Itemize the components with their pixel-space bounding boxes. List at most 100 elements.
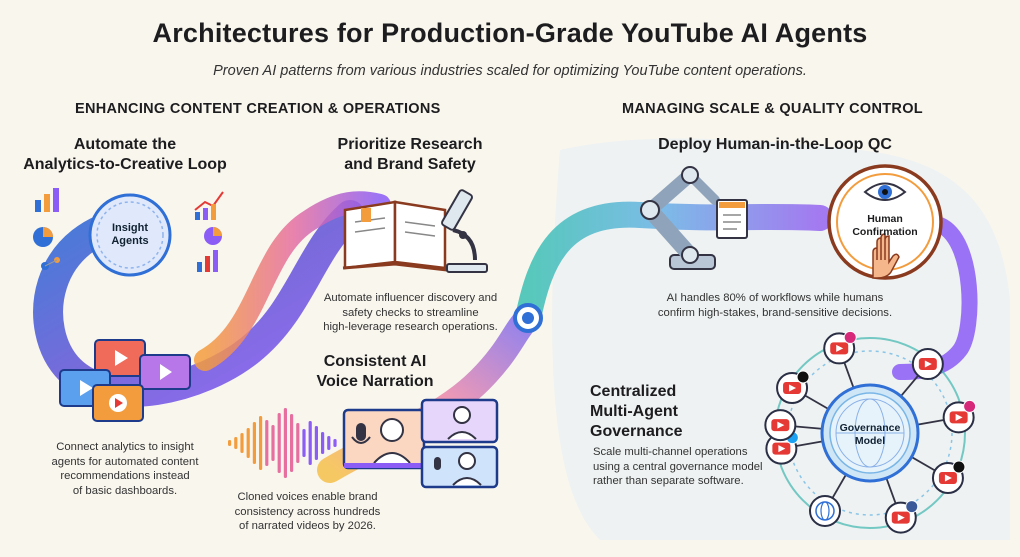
sound-wave-bar bbox=[271, 425, 275, 461]
instagram-icon bbox=[843, 330, 857, 344]
video-window-icon bbox=[342, 408, 426, 470]
voice-description: Cloned voices enable brand consistency a… bbox=[220, 490, 395, 534]
sound-wave-bar bbox=[277, 413, 281, 473]
voice-heading-line2: Voice Narration bbox=[316, 373, 434, 390]
sound-wave-bar bbox=[321, 432, 325, 454]
microphone-icon bbox=[351, 423, 371, 444]
section-label-scale-quality: MANAGING SCALE & QUALITY CONTROL bbox=[622, 101, 923, 117]
chart-icon bbox=[35, 188, 59, 212]
governance-heading-line3: Governance bbox=[590, 423, 683, 440]
sound-wave-bar bbox=[302, 429, 306, 457]
analytics-illustration bbox=[33, 188, 224, 277]
governance-hub bbox=[820, 383, 920, 483]
sound-wave-bar bbox=[228, 440, 232, 446]
youtube-icon bbox=[764, 409, 797, 442]
robot-arm-icon bbox=[640, 166, 720, 270]
video-window-icon bbox=[420, 398, 499, 444]
governance-heading-line2: Multi-Agent bbox=[590, 403, 678, 420]
chart-icon bbox=[194, 191, 224, 220]
analytics-heading: Automate the Analytics-to-Creative Loop bbox=[20, 135, 230, 175]
voice-heading: Consistent AI Voice Narration bbox=[295, 352, 455, 392]
sound-wave-bar bbox=[290, 414, 294, 472]
sound-wave-bar bbox=[314, 426, 318, 460]
avatar-icon bbox=[447, 406, 477, 440]
page-title: Architectures for Production-Grade YouTu… bbox=[152, 18, 868, 48]
hitl-illustration bbox=[640, 164, 943, 280]
book-icon bbox=[342, 200, 448, 272]
voice-desc-line: Cloned voices enable brand bbox=[237, 491, 378, 503]
governance-network bbox=[764, 330, 977, 534]
video-window-icon bbox=[420, 445, 499, 489]
insight-agents-line1: Insight bbox=[111, 222, 149, 234]
insight-agents-line2: Agents bbox=[111, 235, 149, 247]
brain-icon bbox=[88, 193, 172, 277]
research-desc-line: high-leverage research operations. bbox=[323, 321, 498, 333]
pie-chart-icon bbox=[33, 227, 53, 247]
sound-wave-bar bbox=[252, 422, 256, 464]
tiktok-icon bbox=[796, 370, 810, 384]
section-label-content-creation: ENHANCING CONTENT CREATION & OPERATIONS bbox=[75, 101, 441, 117]
sound-wave-bar bbox=[327, 436, 331, 450]
research-illustration bbox=[342, 189, 488, 273]
analytics-desc-line: recommendations instead bbox=[60, 470, 190, 482]
eye-icon bbox=[863, 182, 907, 201]
tiktok-icon bbox=[952, 460, 966, 474]
sound-wave-bar bbox=[296, 423, 300, 463]
sound-wave-bar bbox=[333, 439, 337, 447]
governance-heading: Centralized Multi-Agent Governance bbox=[590, 382, 720, 442]
video-window-icon bbox=[59, 339, 191, 422]
document-icon bbox=[716, 199, 748, 239]
human-confirmation-badge: Human Confirmation bbox=[840, 213, 930, 239]
insight-agents-badge: Insight Agents bbox=[98, 222, 162, 248]
governance-hub-label: Governance Model bbox=[830, 422, 910, 448]
pie-chart-icon bbox=[204, 227, 222, 245]
analytics-heading-line1: Automate the bbox=[73, 136, 177, 153]
channel-nodes bbox=[764, 330, 977, 534]
hitl-description: AI handles 80% of workflows while humans… bbox=[610, 291, 940, 320]
governance-description: Scale multi-channel operations using a c… bbox=[593, 445, 778, 489]
sound-wave-bar bbox=[259, 416, 263, 470]
governance-desc-line: Scale multi-channel operations bbox=[593, 446, 748, 458]
sound-wave-bar bbox=[246, 428, 250, 458]
human-confirmation-line1: Human bbox=[867, 213, 903, 225]
microscope-icon bbox=[441, 189, 488, 273]
chart-icon bbox=[197, 250, 218, 272]
hitl-desc-line: confirm high-stakes, brand-sensitive dec… bbox=[657, 306, 893, 319]
microphone-icon bbox=[434, 457, 441, 470]
analytics-heading-line2: Analytics-to-Creative Loop bbox=[23, 156, 227, 173]
voice-illustration bbox=[228, 398, 499, 489]
instagram-icon bbox=[963, 399, 977, 413]
governance-desc-line: rather than separate software. bbox=[593, 475, 744, 487]
governance-desc-line: using a central governance model bbox=[593, 460, 763, 473]
globe-icon bbox=[835, 398, 905, 468]
sound-wave-bar bbox=[265, 420, 269, 466]
facebook-icon bbox=[905, 500, 919, 514]
human-confirmation-line2: Confirmation bbox=[852, 226, 918, 238]
sound-wave-bar bbox=[234, 437, 238, 449]
hitl-heading: Deploy Human-in-the-Loop QC bbox=[658, 136, 892, 153]
sound-wave-bar bbox=[240, 433, 244, 453]
research-heading: Prioritize Research and Brand Safety bbox=[310, 135, 510, 175]
globe-icon bbox=[809, 494, 841, 527]
research-desc-line: Automate influencer discovery and bbox=[323, 292, 498, 304]
research-description: Automate influencer discovery and safety… bbox=[303, 291, 518, 335]
voice-desc-line: of narrated videos by 2026. bbox=[239, 520, 376, 532]
analytics-desc-line: Connect analytics to insight bbox=[56, 441, 194, 453]
voice-desc-line: consistency across hundreds bbox=[234, 505, 381, 518]
analytics-description: Connect analytics to insight agents for … bbox=[30, 440, 220, 498]
page-subtitle: Proven AI patterns from various industri… bbox=[213, 63, 807, 79]
sound-wave-bar bbox=[283, 408, 287, 478]
voice-heading-line1: Consistent AI bbox=[323, 353, 427, 370]
hand-icon bbox=[872, 233, 900, 279]
governance-hub-line2: Model bbox=[854, 435, 886, 447]
sound-wave-icon bbox=[228, 408, 337, 478]
youtube-icon bbox=[911, 348, 944, 381]
research-heading-line2: and Brand Safety bbox=[344, 156, 476, 173]
hitl-desc-line: AI handles 80% of workflows while humans bbox=[666, 292, 884, 304]
research-heading-line1: Prioritize Research bbox=[337, 136, 483, 153]
analytics-desc-line: of basic dashboards. bbox=[72, 484, 178, 497]
analytics-desc-line: agents for automated content bbox=[51, 455, 199, 468]
research-desc-line: safety checks to streamline bbox=[342, 306, 479, 319]
avatar-icon bbox=[373, 418, 411, 464]
sound-wave-bar bbox=[308, 421, 312, 465]
